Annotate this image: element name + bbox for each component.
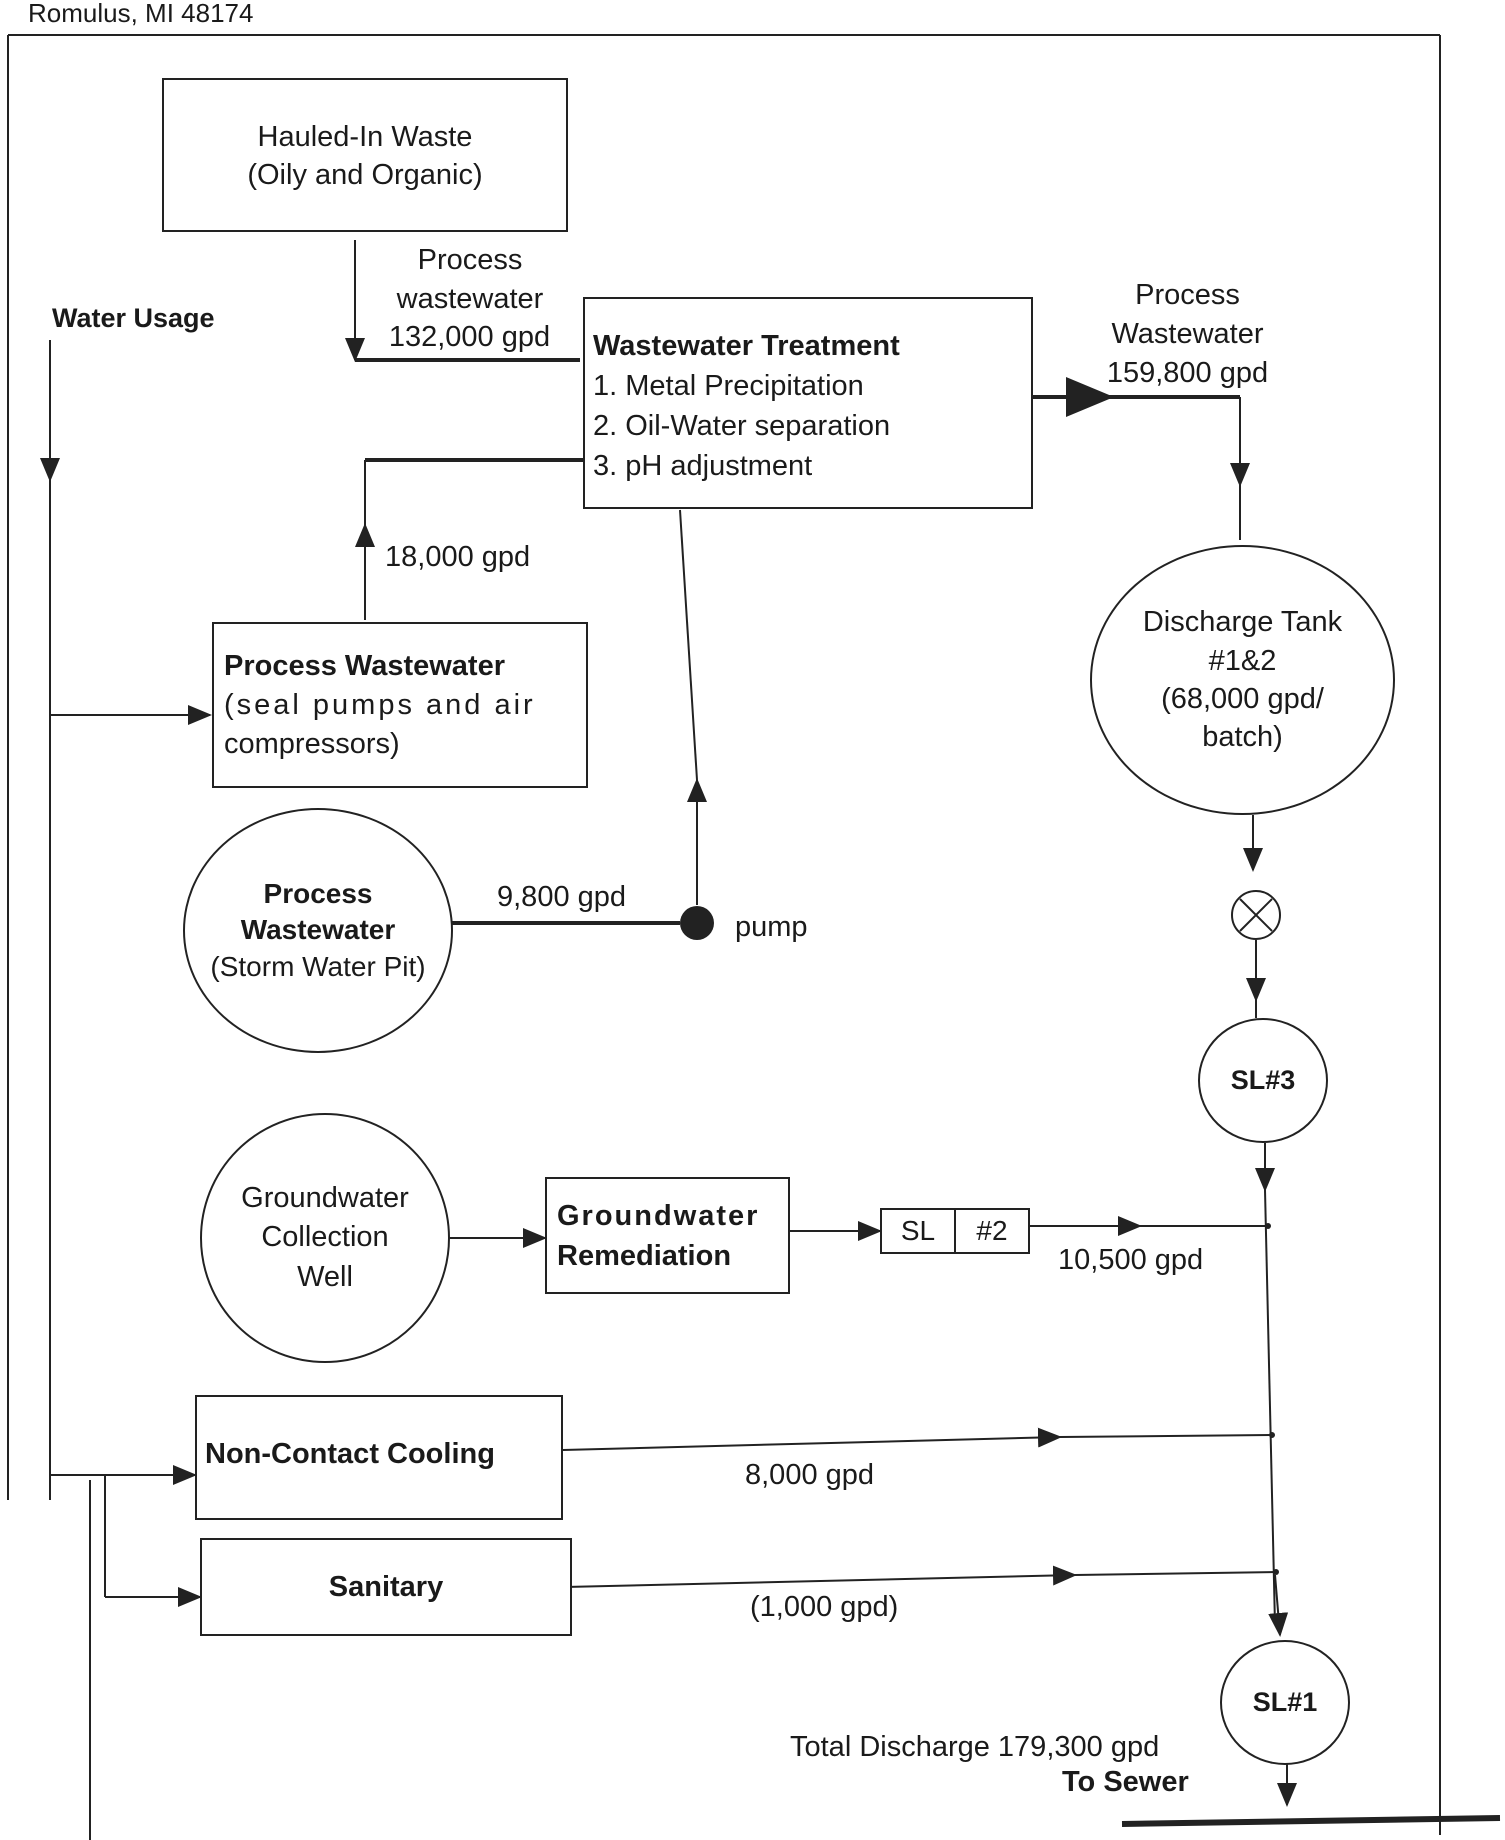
groundwater-well-circle: Groundwater Collection Well [200, 1113, 450, 1363]
seal-pumps-box: Process Wastewater (seal pumps and air c… [212, 622, 588, 788]
hauled-in-line2: (Oily and Organic) [247, 159, 483, 191]
flow-out-label1: Process [1135, 279, 1240, 311]
storm-pit-line3: (Storm Water Pit) [210, 950, 426, 982]
non-contact-cooling-box: Non-Contact Cooling [195, 1395, 563, 1520]
hauled-in-line1: Hauled-In Waste [257, 121, 473, 153]
storm-water-pit-circle: Process Wastewater (Storm Water Pit) [183, 808, 453, 1053]
storm-pit-line2: Wastewater [240, 914, 396, 946]
gw-remediation-line2: Remediation [557, 1240, 732, 1272]
flow-hauled-label2: wastewater [396, 283, 544, 315]
treatment-step1: 1. Metal Precipitation [593, 370, 864, 402]
to-sewer-label: To Sewer [1062, 1766, 1189, 1798]
sl2-right-label: #2 [976, 1215, 1008, 1246]
water-usage-label: Water Usage [52, 303, 215, 333]
gw-well-line2: Collection [261, 1221, 389, 1254]
pump-label: pump [735, 911, 808, 943]
treatment-step2: 2. Oil-Water separation [593, 410, 891, 442]
sl2-box: SL #2 [880, 1208, 1030, 1254]
hauled-in-waste-box: Hauled-In Waste (Oily and Organic) [162, 78, 568, 232]
discharge-tank-circle: Discharge Tank #1&2 (68,000 gpd/ batch) [1090, 545, 1395, 815]
sl1-circle: SL#1 [1220, 1640, 1350, 1765]
cooling-flow-label: 8,000 gpd [745, 1459, 875, 1491]
flow-hauled-label3: 132,000 gpd [388, 321, 551, 353]
flow-out-label3: 159,800 gpd [1106, 357, 1269, 389]
storm-pit-line1: Process [263, 877, 373, 909]
flow-hauled-label1: Process [417, 244, 523, 276]
seal-pumps-line2: (seal pumps and air [224, 689, 536, 721]
discharge-tank-line1: Discharge Tank [1142, 606, 1343, 639]
sanitary-label: Sanitary [328, 1571, 444, 1603]
sanitary-flow-label: (1,000 gpd) [750, 1591, 899, 1623]
wastewater-treatment-box: Wastewater Treatment 1. Metal Precipitat… [583, 297, 1033, 509]
groundwater-remediation-box: Groundwater Remediation [545, 1177, 790, 1294]
treatment-step3: 3. pH adjustment [593, 450, 813, 482]
gw-well-line1: Groundwater [241, 1182, 409, 1215]
pump-icon [680, 906, 714, 940]
sl2-left-label: SL [882, 1210, 956, 1252]
seal-pumps-line3: compressors) [224, 728, 400, 760]
site-address: Romulus, MI 48174 [28, 0, 254, 28]
seal-pumps-title: Process Wastewater [224, 650, 506, 682]
flow-10500-label: 10,500 gpd [1058, 1244, 1204, 1276]
sl1-label: SL#1 [1252, 1687, 1318, 1717]
discharge-tank-line2: #1&2 [1208, 644, 1277, 677]
flow-9800-label: 9,800 gpd [497, 881, 627, 913]
discharge-tank-line4: batch) [1202, 721, 1283, 754]
flow-out-label2: Wastewater [1111, 318, 1264, 350]
sl3-circle: SL#3 [1198, 1018, 1328, 1143]
sl3-label: SL#3 [1230, 1065, 1296, 1095]
sanitary-box: Sanitary [200, 1538, 572, 1636]
flow-18000-label: 18,000 gpd [385, 541, 531, 573]
treatment-title: Wastewater Treatment [593, 330, 900, 362]
total-discharge-label: Total Discharge 179,300 gpd [790, 1731, 1160, 1763]
discharge-tank-line3: (68,000 gpd/ [1161, 683, 1324, 715]
gw-remediation-line1: Groundwater [557, 1200, 760, 1232]
gw-well-line3: Well [297, 1260, 353, 1293]
cooling-label: Non-Contact Cooling [205, 1438, 495, 1470]
